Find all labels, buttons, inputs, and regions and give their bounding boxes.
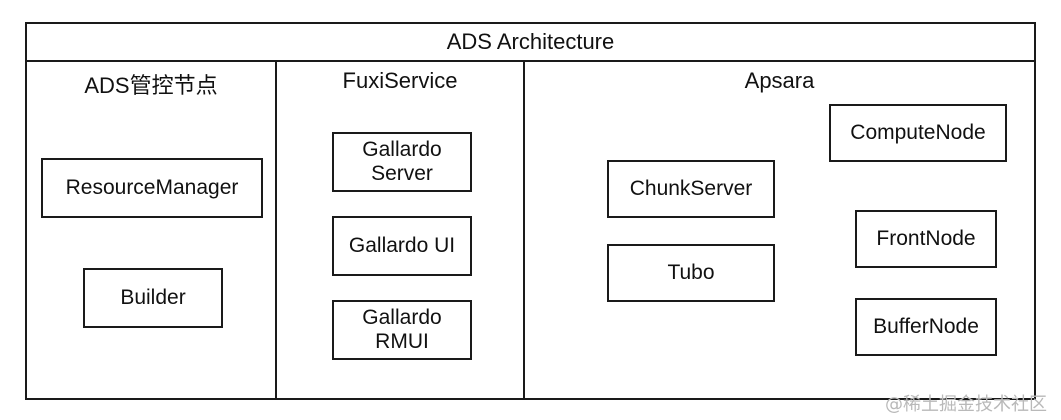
- architecture-frame: ADS Architecture ADS管控节点 ResourceManager…: [25, 22, 1036, 400]
- watermark-text: @稀土掘金技术社区: [885, 394, 1047, 415]
- node-front-node: FrontNode: [855, 210, 997, 268]
- column-fuxi-service: FuxiService Gallardo Server Gallardo UI …: [277, 62, 525, 398]
- column-title-ads-control: ADS管控节点: [84, 73, 218, 98]
- node-builder: Builder: [83, 268, 223, 328]
- column-ads-control: ADS管控节点 ResourceManager Builder: [27, 62, 277, 398]
- column-title-apsara: Apsara: [744, 68, 815, 93]
- node-tubo: Tubo: [607, 244, 775, 302]
- node-compute-node: ComputeNode: [829, 104, 1007, 162]
- column-title-fuxi-service: FuxiService: [342, 68, 458, 93]
- node-gallardo-ui: Gallardo UI: [332, 216, 472, 276]
- node-chunk-server: ChunkServer: [607, 160, 775, 218]
- column-apsara: Apsara ComputeNode ChunkServer FrontNode…: [525, 62, 1034, 398]
- diagram-title: ADS Architecture: [27, 24, 1034, 62]
- node-resource-manager: ResourceManager: [41, 158, 263, 218]
- node-gallardo-rmui: Gallardo RMUI: [332, 300, 472, 360]
- node-gallardo-server: Gallardo Server: [332, 132, 472, 192]
- node-buffer-node: BufferNode: [855, 298, 997, 356]
